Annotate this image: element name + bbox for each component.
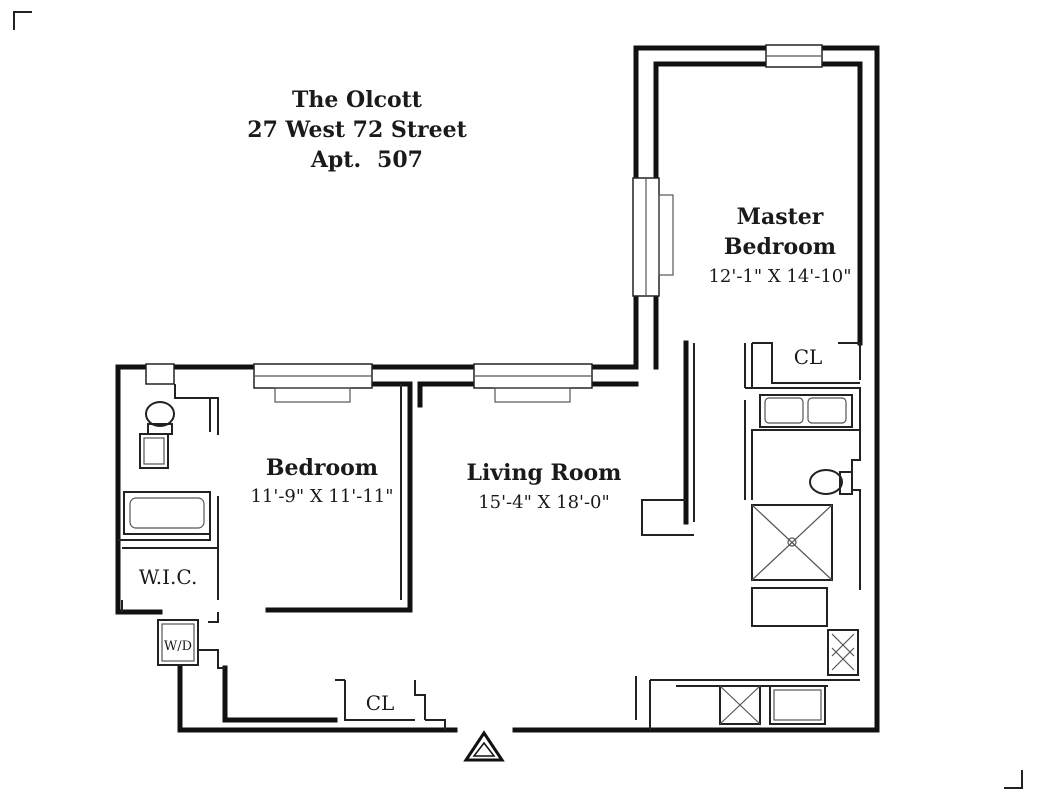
master-bedroom-size: 12'-1" X 14'-10"	[708, 266, 851, 287]
master-bedroom-label-1: Master	[737, 204, 824, 230]
crop-mark-bottom-right	[1004, 770, 1023, 789]
apt-number: 507	[377, 147, 423, 173]
wic-label: W.I.C.	[139, 565, 198, 589]
entry-closet-label: CL	[366, 691, 395, 715]
bedroom-size: 11'-9" X 11'-11"	[250, 486, 393, 507]
master-closet-label: CL	[794, 345, 823, 369]
living-room-label: Living Room	[467, 460, 622, 486]
crop-mark-top-left	[13, 11, 32, 30]
bedroom-label: Bedroom	[266, 455, 378, 481]
interior-walls	[118, 75, 863, 730]
fixtures	[123, 394, 853, 535]
master-bedroom-label-2: Bedroom	[724, 234, 836, 260]
building-name: The Olcott	[292, 87, 423, 113]
living-room-size: 15'-4" X 18'-0"	[478, 492, 610, 513]
building-address: 27 West 72 Street	[247, 117, 467, 143]
windows	[145, 44, 823, 403]
wd-label: W/D	[164, 639, 192, 654]
apt-label: Apt.	[310, 147, 361, 173]
entry-marker-icon	[463, 730, 505, 762]
